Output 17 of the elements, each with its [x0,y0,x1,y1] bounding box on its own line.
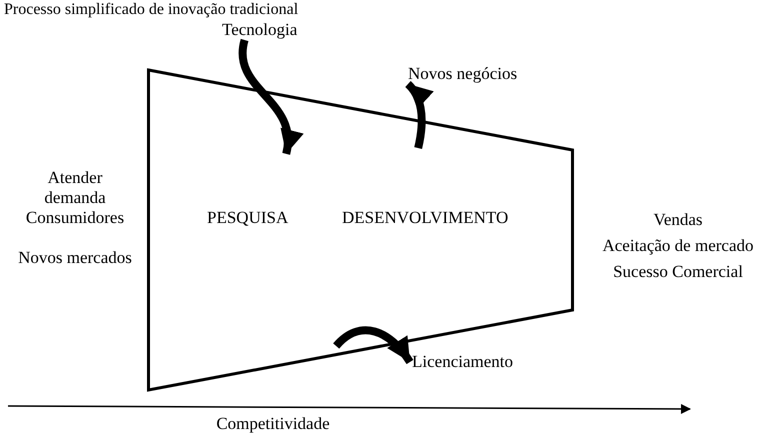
text-label: Consumidores [24,208,126,228]
text-label: Vendas [652,210,704,230]
curved-arrow [333,326,414,364]
curved-arrow [238,39,302,154]
text-label: Sucesso Comercial [612,262,744,282]
text-label: Atender demanda [43,168,107,208]
text-label: Competitividade [215,414,331,434]
text-label: Aceitação de mercado [601,236,755,256]
node-label: Licenciamento [412,352,514,372]
curved-arrow [405,81,434,149]
title: Processo simplificado de inovação tradicional [4,0,298,20]
stage-label: DESENVOLVIMENTO [342,208,508,228]
node-label: Novos negócios [408,64,518,84]
node-label: Tecnologia [222,20,298,40]
stage-label: PESQUISA [207,208,288,228]
text-label: Novos mercados [17,248,133,268]
funnel-shape [147,68,574,392]
